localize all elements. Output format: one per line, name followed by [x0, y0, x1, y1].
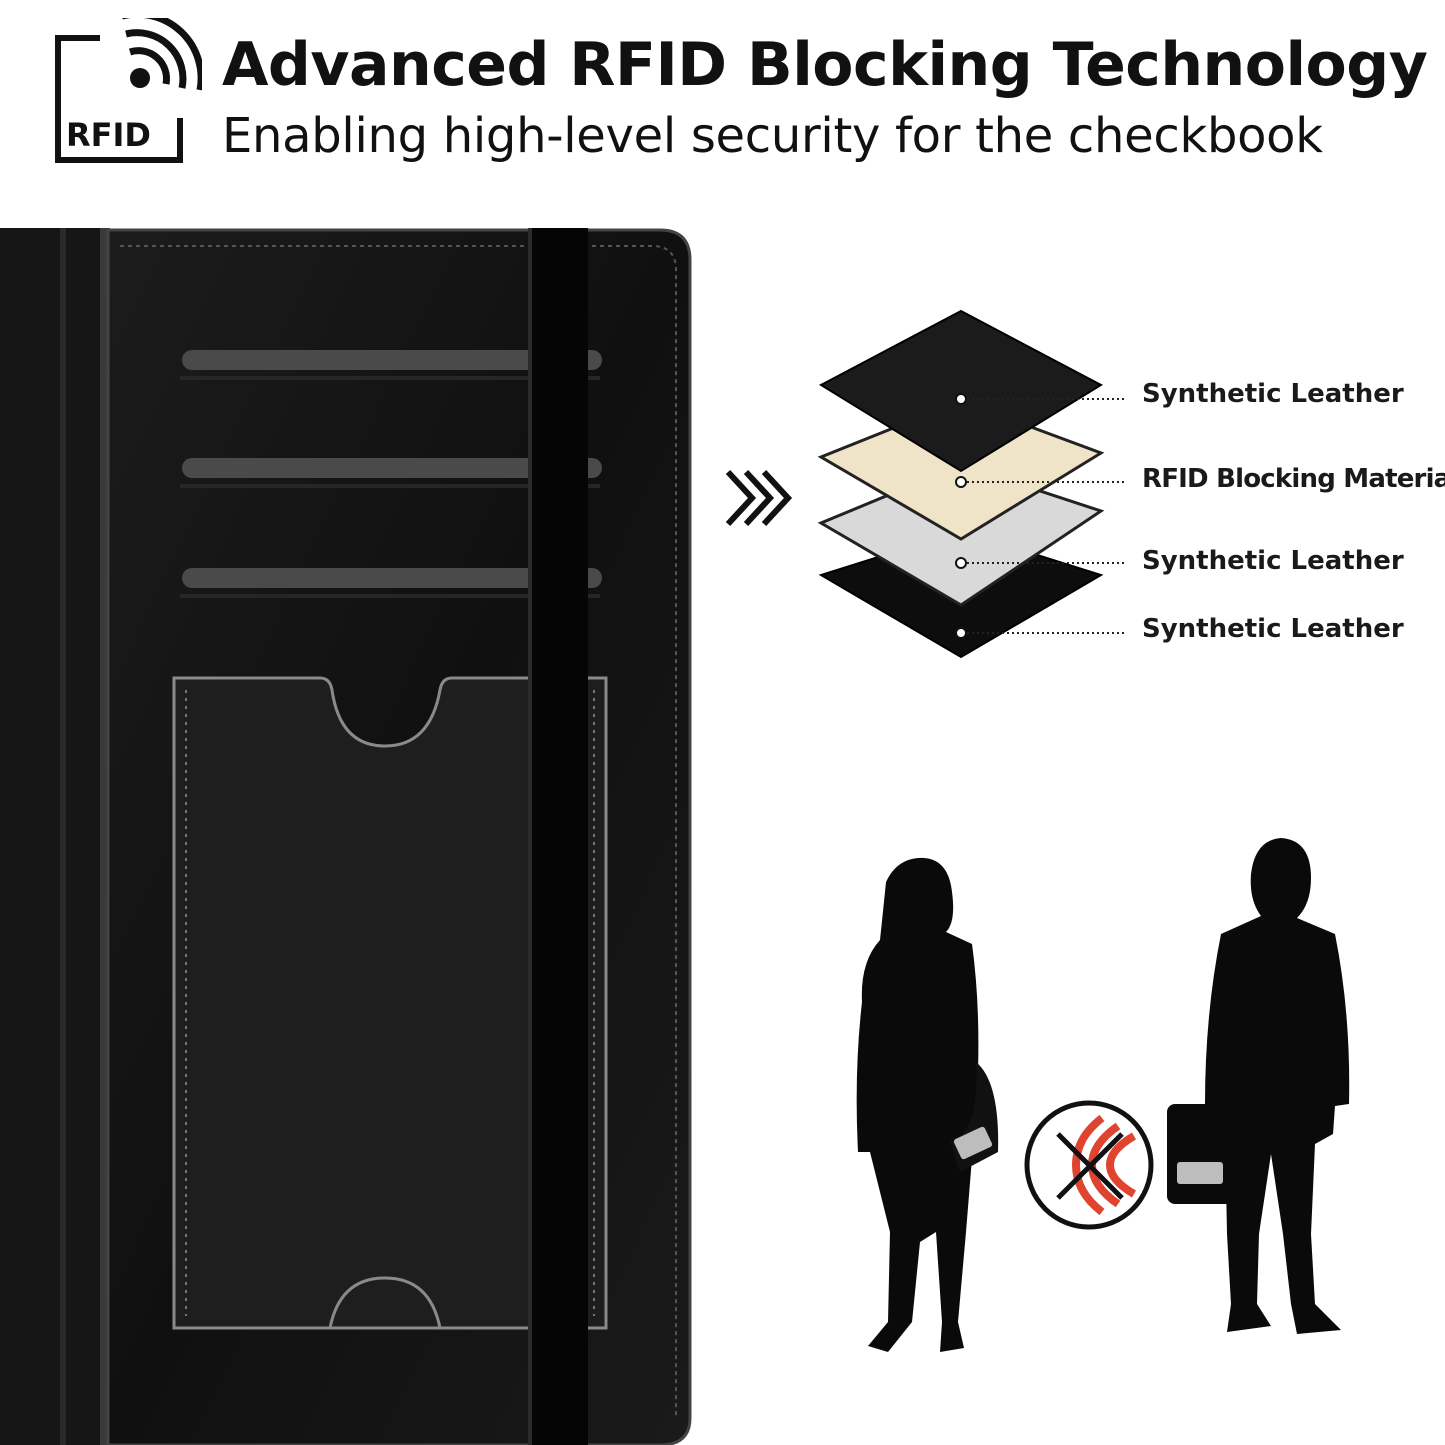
material-layers-diagram	[817, 309, 1127, 659]
page-title: Advanced RFID Blocking Technology	[222, 30, 1428, 100]
woman-silhouette-image	[856, 857, 999, 1352]
checkbook-wallet-image	[0, 228, 692, 1445]
rfid-logo-icon: RFID	[55, 18, 202, 163]
rfid-logo-text: RFID	[66, 116, 151, 154]
layer-label-4: Synthetic Leather	[1142, 614, 1404, 644]
man-silhouette-image	[1167, 838, 1350, 1334]
layer-label-3: Synthetic Leather	[1142, 546, 1404, 576]
blocked-signal-icon	[1024, 1100, 1154, 1230]
page-subtitle: Enabling high-level security for the che…	[222, 108, 1323, 164]
triple-chevron-right-icon	[725, 469, 793, 527]
layer-label-2: RFID Blocking Material	[1142, 464, 1445, 494]
layer-1-shape	[818, 309, 1104, 473]
layer-label-1: Synthetic Leather	[1142, 379, 1404, 409]
